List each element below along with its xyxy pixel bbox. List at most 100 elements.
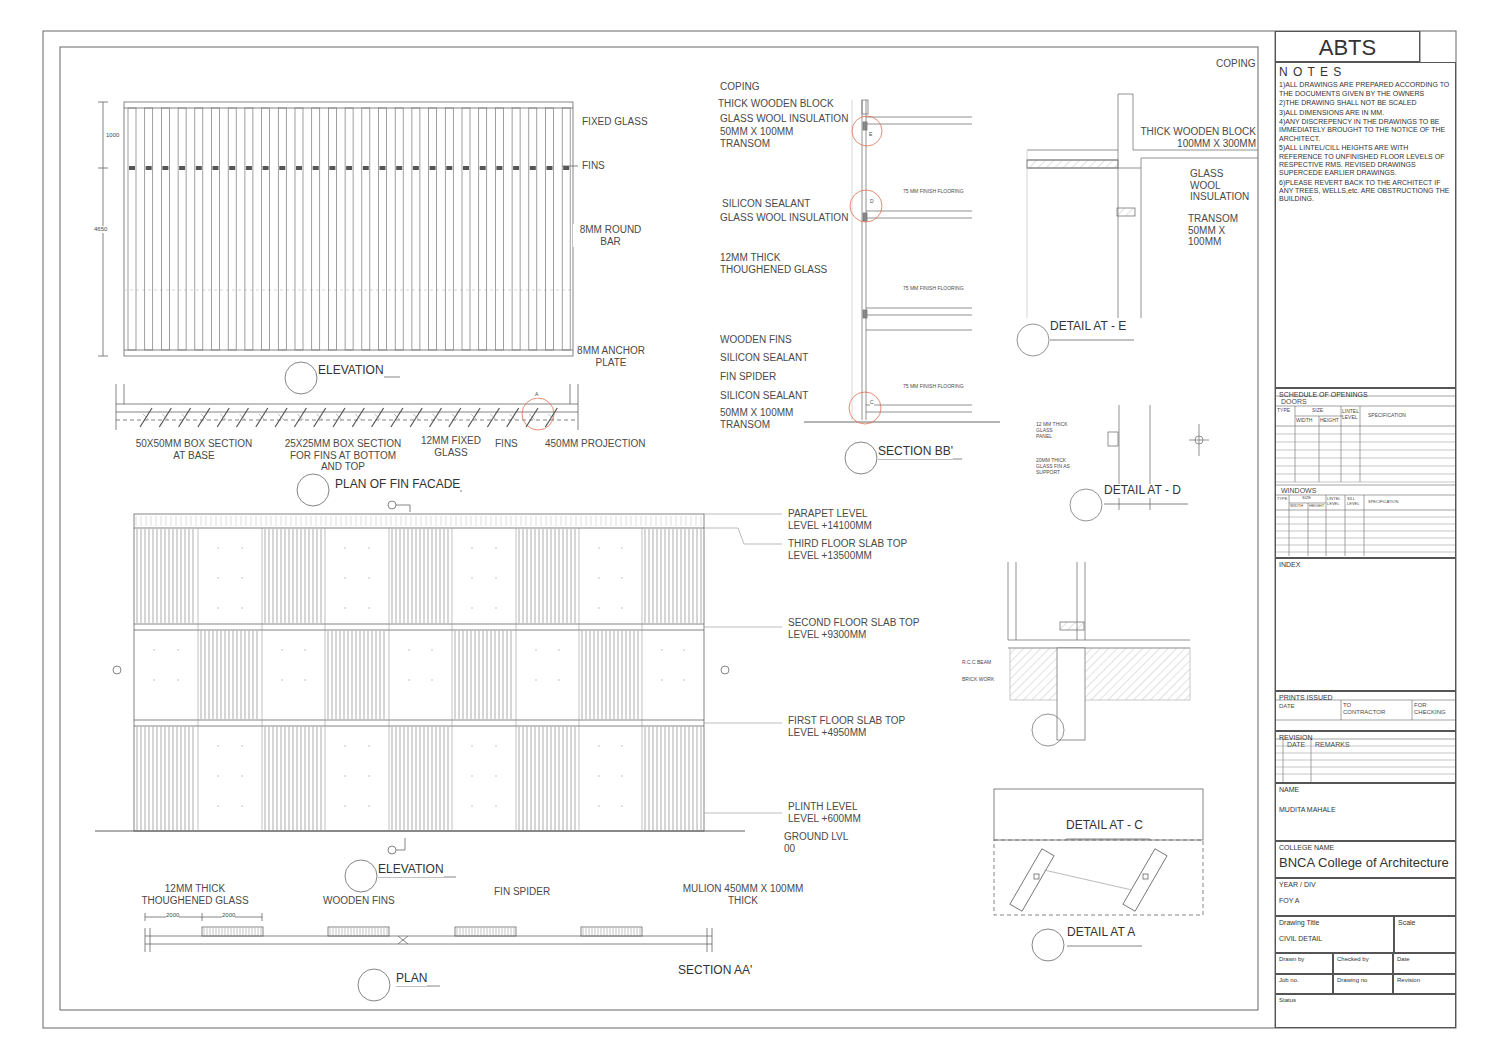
table-cell: SPECIFICATION [1368, 413, 1406, 419]
table-cell: TO CONTRACTOR [1343, 702, 1383, 716]
annotation: 75 MM FINISH FLOORING [903, 189, 964, 195]
title-block-cell: Drawing no [1333, 974, 1393, 994]
title-block-cell: Drawing TitleCIVIL DETAIL [1275, 916, 1394, 953]
annotation: 50X50MM BOX SECTION AT BASE [132, 438, 256, 461]
annotation: 4650 [94, 226, 107, 233]
title-block-cell: COLLEGE NAMEBNCA College of Architecture [1275, 841, 1456, 878]
table-cell: SIZE [1312, 408, 1323, 414]
table-cell: REMARKS [1315, 741, 1350, 749]
table-cell: HEIGHT [1309, 504, 1324, 509]
annotation: BRICK WORK [962, 677, 994, 683]
cell-text: 3)ALL DIMENSIONS ARE IN MM. [1279, 109, 1452, 117]
table-cell: LINTEL LEVEL [1327, 497, 1344, 506]
cell-heading: YEAR / DIV [1279, 881, 1452, 889]
title-block-cell: N O T E S1)ALL DRAWINGS ARE PREPARED ACC… [1275, 62, 1456, 388]
annotation: FIN SPIDER [494, 886, 550, 898]
annotation: THICK WOODEN BLOCK [718, 98, 834, 110]
cell-text: 6)PLEASE REVERT BACK TO THE ARCHITECT IF… [1279, 179, 1452, 204]
cell-heading: Drawn by [1279, 956, 1329, 963]
annotation: 8MM ANCHOR PLATE [574, 345, 648, 368]
cell-heading: INDEX [1279, 561, 1452, 569]
view-title: SECTION AA' [678, 964, 752, 978]
annotation: WOODEN FINS [720, 334, 792, 346]
table-cell: SPECIFICATION [1368, 500, 1398, 505]
cell-heading: Drawing Title [1279, 919, 1390, 927]
cell-text: CIVIL DETAIL [1279, 935, 1390, 943]
table-cell: TYPE [1277, 497, 1287, 502]
cell-heading: NAME [1279, 786, 1452, 794]
annotation: 75 MM FINISH FLOORING [903, 384, 964, 390]
view-title: ELEVATION [378, 863, 444, 877]
cell-text: 2)THE DRAWING SHALL NOT BE SCALED [1279, 99, 1452, 107]
annotation: SILICON SEALANT [720, 352, 808, 364]
view-title: DETAIL AT - C [1066, 819, 1143, 833]
cell-text: 5)ALL LINTEL/CILL HEIGHTS ARE WITH REFER… [1279, 144, 1452, 178]
cell-text: MUDITA MAHALE [1279, 806, 1452, 814]
annotation: COPING [720, 81, 759, 93]
annotation: SILICON SEALANT [722, 198, 810, 210]
annotation: 12 MM THICK GLASS PANEL [1036, 422, 1068, 439]
annotation: 12MM FIXED GLASS [420, 435, 482, 458]
annotation: D [870, 199, 874, 205]
annotation: TRANSOM 50MM X 100MM [1188, 213, 1256, 248]
table-cell: TYPE [1277, 408, 1290, 414]
title-block-cell: Date [1393, 953, 1456, 974]
annotation: 25X25MM BOX SECTION FOR FINS AT BOTTOM A… [282, 438, 404, 473]
title-block-cell: INDEX [1275, 558, 1456, 691]
cell-heading: PRINTS ISSUED [1279, 694, 1452, 702]
annotation: 20MM THICK GLASS FIN AS SUPPORT [1036, 458, 1080, 475]
cell-heading: Status [1279, 997, 1452, 1004]
title-block-cell: Drawn by [1275, 953, 1333, 974]
annotation: GLASS WOOL INSULATION [720, 212, 848, 224]
annotation: 75 MM FINISH FLOORING [903, 286, 964, 292]
cell-heading: Job no. [1279, 977, 1329, 984]
cell-text: 4)ANY DISCREPENCY IN THE DRAWINGS TO BE … [1279, 118, 1452, 143]
annotation: SECOND FLOOR SLAB TOP LEVEL +9300MM [788, 617, 920, 640]
title-block-cell: ABTS [1275, 31, 1420, 62]
cell-text: 1)ALL DRAWINGS ARE PREPARED ACCORDING TO… [1279, 81, 1452, 98]
table-cell: WIDTH [1290, 504, 1303, 509]
annotation: R.C.C BEAM [962, 660, 991, 666]
table-cell: LINTEL LEVEL [1342, 409, 1360, 421]
cell-text: FOY A [1279, 897, 1452, 905]
annotation: 12MM THICK THOUGHENED GLASS [138, 883, 252, 906]
annotation: SILICON SEALANT [720, 390, 808, 402]
cell-heading: Drawing no [1337, 977, 1389, 984]
view-title: ELEVATION [318, 364, 384, 378]
title-block-cell: NAME MUDITA MAHALE [1275, 783, 1456, 841]
title-block-cell: Scale [1394, 916, 1456, 953]
view-title: SECTION BB' [878, 445, 953, 459]
annotation: 1000 [106, 132, 119, 139]
annotation: 50MM X 100MM TRANSOM [720, 407, 804, 430]
annotation: FINS [495, 438, 518, 450]
annotation: 12MM THICK THOUGHENED GLASS [720, 252, 830, 275]
view-title: DETAIL AT A [1067, 926, 1135, 940]
title-block-cell: SCHEDULE OF OPENINGS [1275, 388, 1456, 558]
annotation: COPING [1216, 58, 1255, 70]
title-block-cell: Job no. [1275, 974, 1333, 994]
annotation: PLINTH LEVEL LEVEL +600MM [788, 801, 870, 824]
table-cell: SILL LEVEL [1347, 497, 1363, 506]
cell-heading: Date [1397, 956, 1452, 963]
annotation: THIRD FLOOR SLAB TOP LEVEL +13500MM [788, 538, 910, 561]
annotation: 50MM X 100MM TRANSOM [720, 126, 804, 149]
table-cell: DOORS [1281, 398, 1307, 406]
cell-heading: Scale [1398, 919, 1452, 927]
view-title: DETAIL AT - E [1050, 320, 1126, 334]
title-block-cell: Checked by [1333, 953, 1393, 974]
annotation: MULION 450MM X 100MM THICK [678, 883, 808, 906]
table-cell: DATE [1279, 703, 1295, 710]
table-cell: DATE [1287, 741, 1305, 749]
annotation: A [535, 392, 538, 398]
view-title: DETAIL AT - D [1104, 484, 1181, 498]
cell-heading: Checked by [1337, 956, 1389, 963]
annotation: FIXED GLASS [582, 116, 648, 128]
cell-text: BNCA College of Architecture [1279, 855, 1452, 871]
view-title: PLAN [396, 972, 427, 986]
annotation: FIN SPIDER [720, 371, 776, 383]
cell-heading: Revision [1397, 977, 1452, 984]
annotation: GLASS WOOL INSULATION [1190, 168, 1254, 203]
table-cell: WIDTH [1296, 418, 1312, 424]
annotation: E [869, 132, 872, 138]
